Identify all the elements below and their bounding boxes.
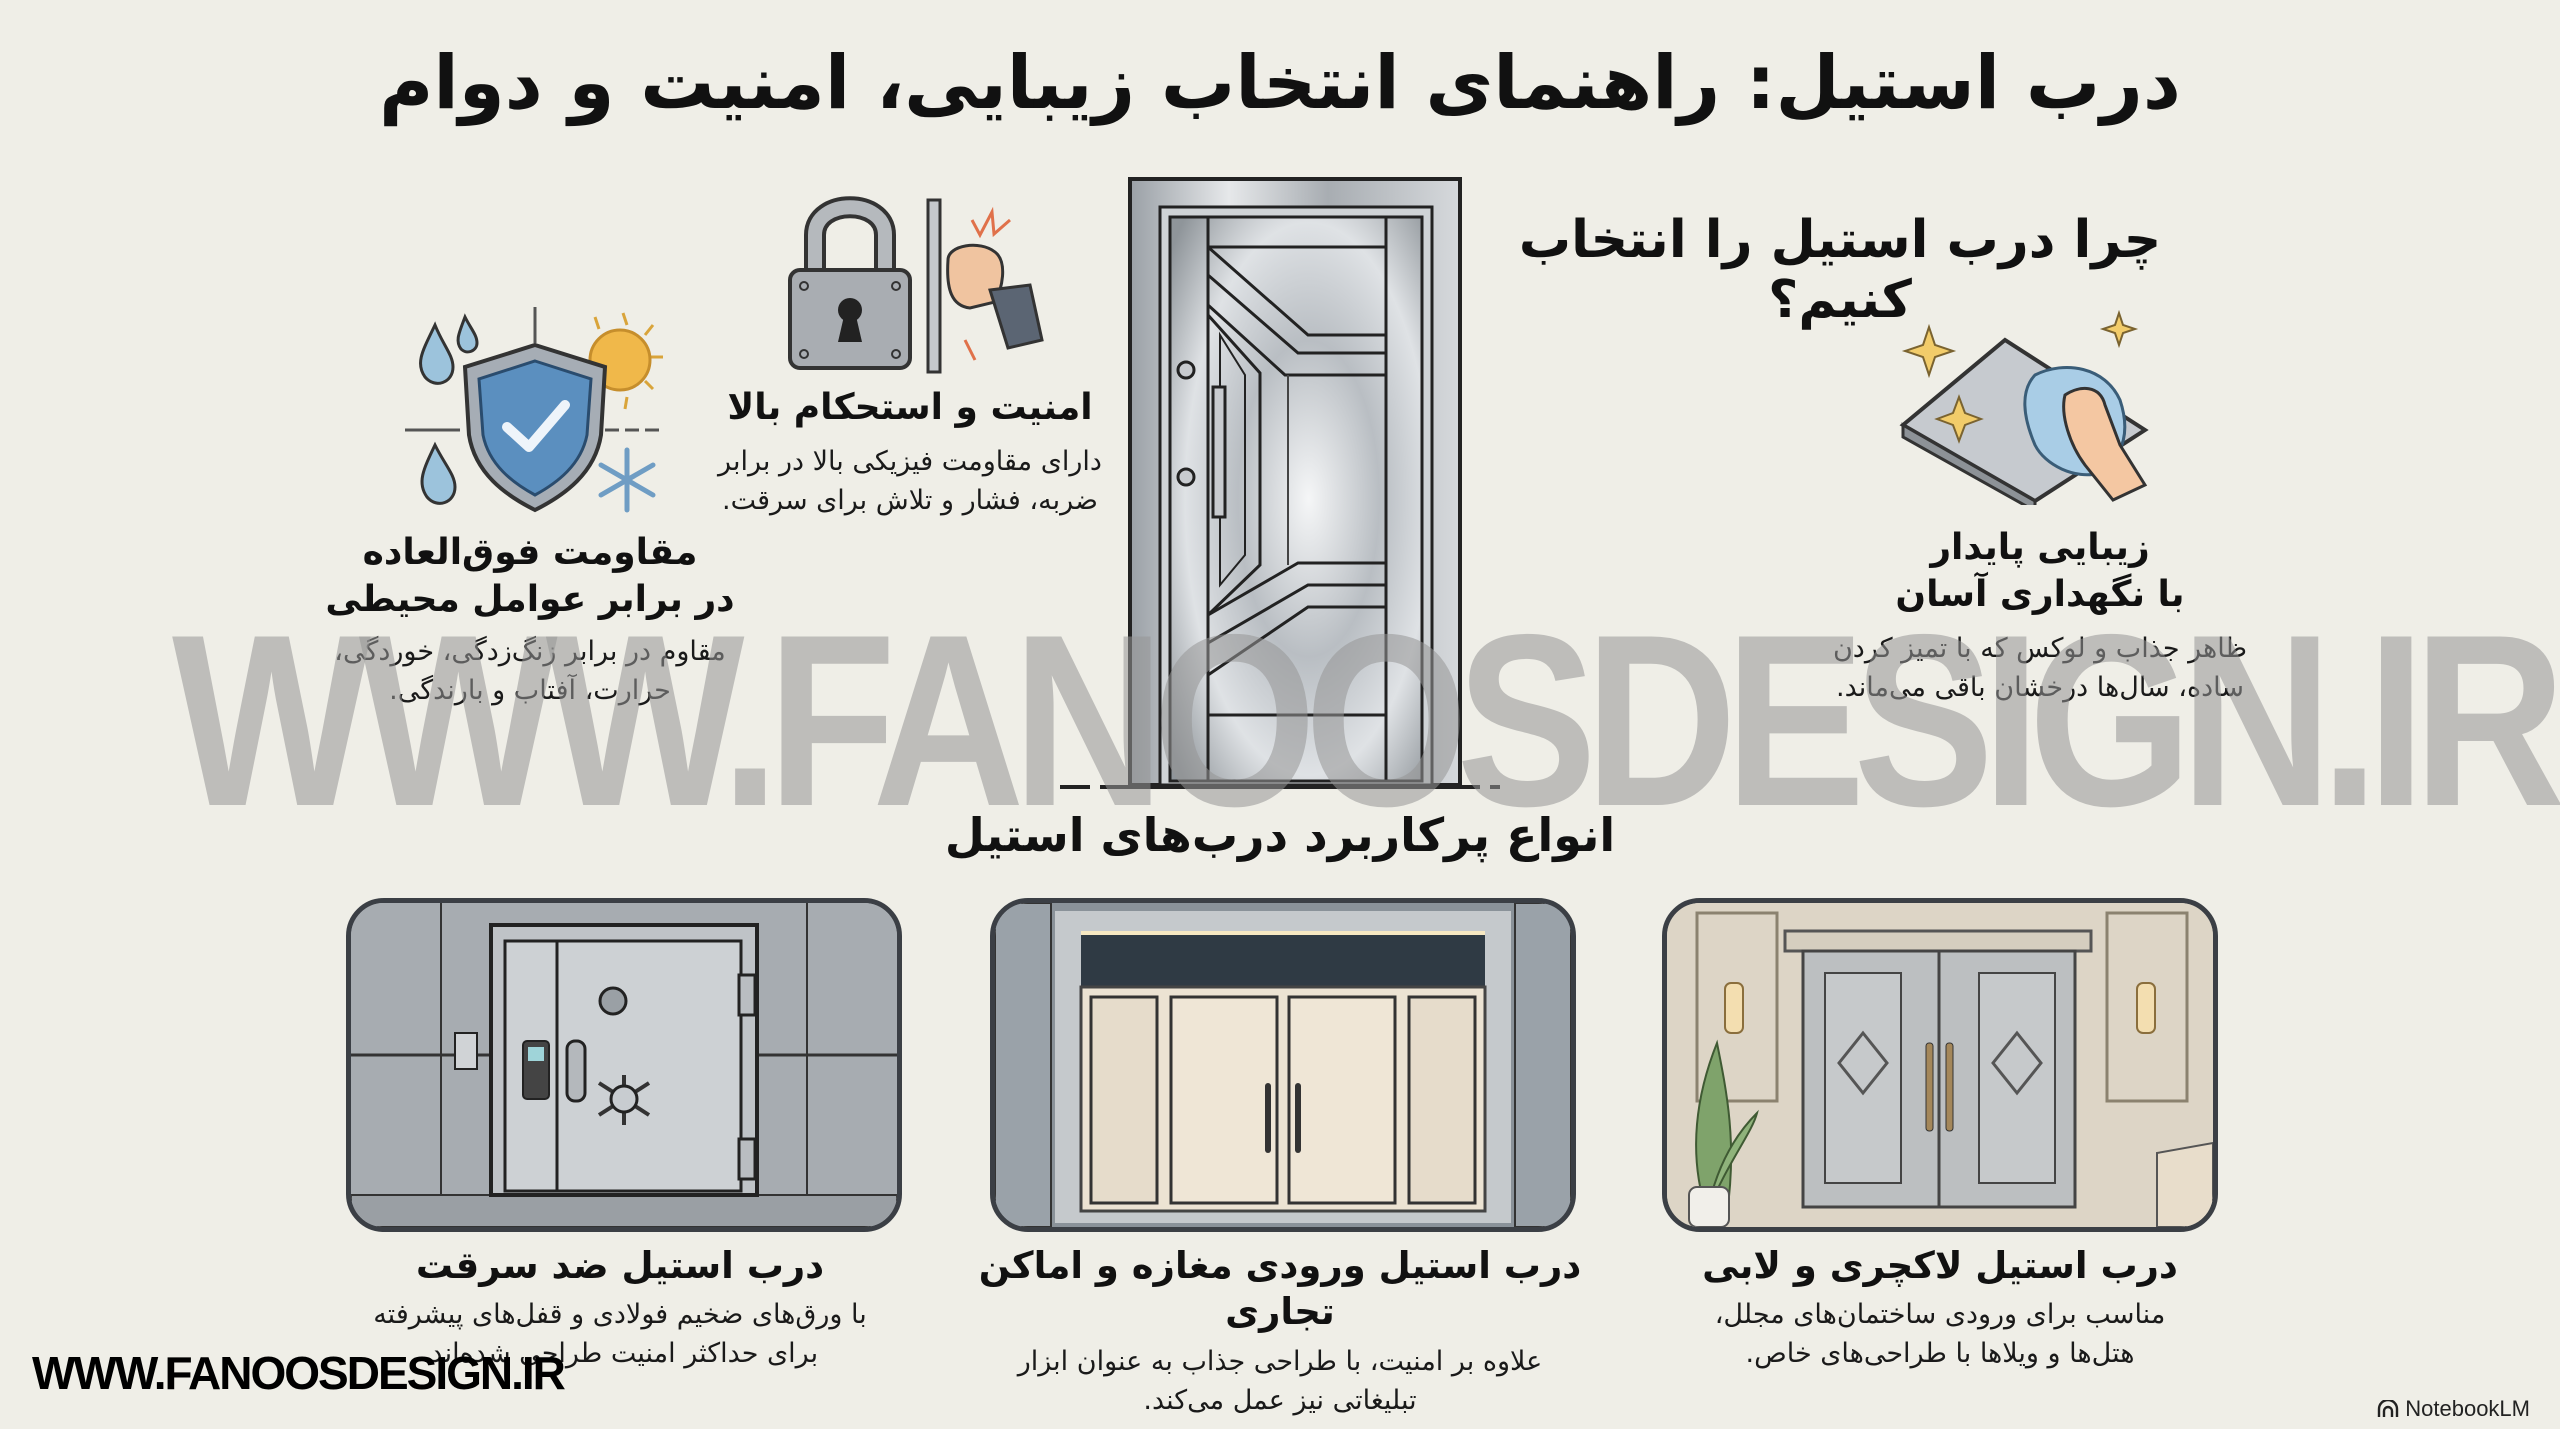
luxury-lobby-door-illustration: [1662, 898, 2218, 1232]
shop-entrance-illustration: [990, 898, 1576, 1232]
shield-weather-icon: [405, 305, 665, 515]
padlock-fist-icon: [780, 190, 1060, 375]
types-section-heading: انواع پرکاربرد درب‌های استیل: [944, 808, 1616, 862]
page-title: درب استیل: راهنمای انتخاب زیبایی، امنیت …: [379, 40, 2182, 126]
steel-door-illustration: [1060, 175, 1500, 795]
feature-title: زیبایی پایدار با نگهداری آسان: [1895, 527, 2185, 615]
card-anti-theft-text: درب استیل ضد سرقت با ورق‌های ضخیم فولادی…: [300, 1243, 940, 1374]
feature-description: مقاوم در برابر زنگ‌زدگی، خوردگی، حرارت، …: [334, 635, 726, 706]
card-title: درب استیل ضد سرقت: [415, 1244, 825, 1287]
card-title: درب استیل ورودی مغازه و اماکن تجاری: [978, 1244, 1582, 1334]
feature-description: ظاهر جذاب و لوکس که با تمیز کردن ساده، س…: [1832, 632, 2248, 703]
feature-easy-maintenance: زیبایی پایدار با نگهداری آسان ظاهر جذاب …: [1790, 525, 2290, 707]
brand-label: NotebookLM: [2405, 1396, 2530, 1421]
card-title: درب استیل لاکچری و لابی: [1702, 1244, 2178, 1287]
notebooklm-brand: NotebookLM: [2377, 1396, 2530, 1422]
feature-security: امنیت و استحکام بالا دارای مقاومت فیزیکی…: [690, 385, 1130, 520]
feature-description: دارای مقاومت فیزیکی بالا در برابر ضربه، …: [718, 445, 1102, 516]
card-description: علاوه بر امنیت، با طراحی جذاب به عنوان ا…: [1017, 1345, 1543, 1416]
feature-title: مقاومت فوق‌العاده در برابر عوامل محیطی: [325, 532, 735, 620]
card-luxury-lobby-text: درب استیل لاکچری و لابی مناسب برای ورودی…: [1660, 1243, 2220, 1374]
cleaning-hand-icon: [1895, 305, 2170, 505]
card-description: با ورق‌های ضخیم فولادی و قفل‌های پیشرفته…: [373, 1299, 867, 1370]
notebooklm-logo-icon: [2377, 1400, 2399, 1418]
why-section-heading: چرا درب استیل را انتخاب کنیم؟: [1518, 210, 2162, 330]
card-shop-entrance-text: درب استیل ورودی مغازه و اماکن تجاری علاو…: [960, 1243, 1600, 1420]
watermark-small: WWW.FANOOSDESIGN.IR: [32, 1347, 566, 1399]
card-description: مناسب برای ورودی ساختمان‌های مجلل، هتل‌ه…: [1714, 1299, 2166, 1370]
feature-title: امنیت و استحکام بالا: [727, 387, 1093, 428]
vault-door-illustration: [346, 898, 902, 1232]
feature-environment-resistance: مقاومت فوق‌العاده در برابر عوامل محیطی م…: [300, 530, 760, 710]
